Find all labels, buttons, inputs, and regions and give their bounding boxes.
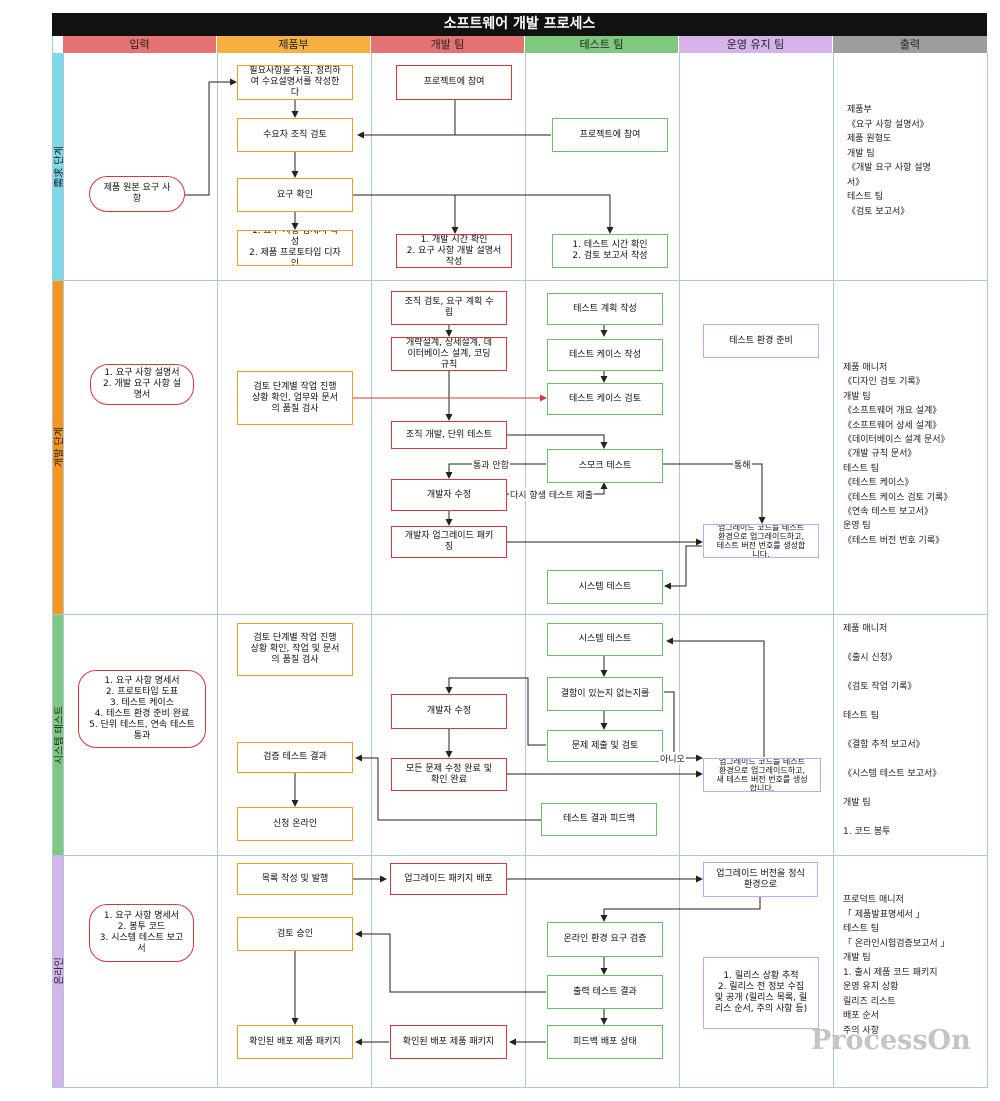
node-dev-test-case: 테스트 케이스 작성 — [547, 339, 663, 371]
node-sys-submit-review: 문제 제출 및 검토 — [547, 730, 663, 762]
edge — [666, 637, 765, 757]
node-sys-upgrade: 업그레이드 코드를 테스트 환경으로 업그레이드하고, 새 테스트 버전 번호를… — [703, 758, 821, 792]
node-online-approve: 검토 승인 — [237, 917, 353, 951]
lane-header-online: 온라인 — [52, 855, 65, 1087]
column-header-ops-team: 운영 유지 팀 — [679, 36, 833, 53]
node-online-test-result: 출력 테스트 결과 — [547, 975, 663, 1009]
grid-line — [371, 53, 372, 1087]
node-online-confirmed-package: 확인된 배포 제품 패키지 — [237, 1025, 353, 1059]
edge — [664, 545, 702, 590]
lane-header-system-test: 시스템 테스트 — [52, 614, 65, 855]
edge-label-fail: 통과 안함 — [472, 458, 510, 471]
node-online-deploy-package: 업그레이드 패키지 배포 — [390, 863, 507, 895]
node-dev-test-env: 테스트 환경 준비 — [703, 324, 819, 358]
node-online-dev-confirmed: 확인된 배포 제품 패키지 — [390, 1025, 507, 1059]
output-online: 프로덕트 매니저 「 제품발표명세서 」 테스트 팀 「 온라인시험검증보고서 … — [843, 895, 950, 1036]
edge-label-no: 아니오 — [659, 752, 686, 765]
node-dev-package: 개발자 업그레이드 패키 징 — [391, 526, 507, 558]
node-sys-online-request: 신청 온라인 — [237, 807, 353, 841]
column-header-product: 제품부 — [217, 36, 371, 53]
output-development: 제품 매니저 《디자인 검토 기록》 개발 팀 《소프트웨어 개요 설계》 《소… — [843, 363, 953, 546]
node-req-review: 수요자 조직 검토 — [237, 118, 353, 152]
node-sys-feedback: 테스트 결과 피드백 — [541, 803, 657, 836]
edge — [355, 930, 546, 993]
node-online-release: 1. 릴리스 상황 추적 2. 릴리스 전 정보 수집 및 공개 (릴리스 목록… — [703, 957, 819, 1029]
grid-line — [52, 855, 987, 856]
edge — [185, 78, 237, 196]
node-sys-product-check: 검토 단계별 작업 진행 상황 확인, 작업 및 문서 의 품질 검사 — [237, 623, 353, 676]
node-req-product-output: 1. 요구 사항 명세서 작 성 2. 제품 프로토타입 디자 인 — [237, 230, 353, 266]
edge-label-pass: 통해 — [733, 458, 752, 471]
grid-line — [679, 53, 680, 1087]
node-dev-system-test: 시스템 테스트 — [547, 570, 663, 604]
edge — [353, 194, 614, 234]
node-sys-verify: 검증 테스트 결과 — [237, 742, 353, 773]
node-sys-input: 1. 요구 사항 명세서 2. 프로토타입 도표 3. 테스트 케이스 4. 테… — [78, 670, 206, 748]
edge-label-resubmit: 다시 향생 테스트 제출 — [509, 488, 595, 501]
grid-line — [52, 614, 987, 615]
column-header-test-team: 테스트 팀 — [525, 36, 679, 53]
node-req-collect: 필요사항을 수집, 정리하 여 수요설명서를 작성한 다 — [237, 65, 353, 100]
lane-header-requirements: 需求 단계 — [52, 53, 65, 280]
node-sys-defect-check: 결함이 있는지 없는지를 — [547, 677, 663, 711]
diagram-title: 소프트웨어 개발 프로세스 — [52, 13, 987, 36]
edge — [445, 677, 546, 746]
node-req-test-join: 프로젝트에 참여 — [552, 118, 668, 152]
grid-line — [525, 53, 526, 1087]
node-req-input: 제품 원본 요구 사 항 — [89, 176, 185, 212]
edge — [663, 463, 766, 524]
node-dev-smoke-test: 스모크 테스트 — [547, 449, 663, 483]
node-sys-system-test: 시스템 테스트 — [547, 623, 663, 656]
column-header-input: 입력 — [63, 36, 217, 53]
node-dev-unit-test: 조직 개발, 단위 테스트 — [391, 421, 507, 449]
column-header-dev-team: 개발 팀 — [371, 36, 525, 53]
node-dev-test-plan: 테스트 계획 작성 — [547, 293, 663, 325]
node-dev-case-review: 테스트 케이스 검토 — [547, 383, 663, 415]
node-dev-product-check: 검토 단계별 작업 진행 상황 확인, 업무와 문서 의 품질 검사 — [237, 371, 353, 425]
grid-line — [52, 280, 987, 281]
node-sys-dev-fix: 개발자 수정 — [391, 694, 507, 729]
node-online-formal-env: 업그레이드 버전을 정식 환경으로 — [703, 862, 818, 897]
node-dev-plan: 조직 검토, 요구 계획 수 립 — [391, 291, 507, 325]
edge — [357, 100, 456, 139]
node-dev-input: 1. 요구 사항 설명서 2. 개발 요구 사항 설 명서 — [90, 364, 194, 405]
node-online-feedback: 피드백 배포 상태 — [547, 1025, 663, 1059]
edge — [507, 434, 608, 449]
watermark-logo: ProcessOn — [811, 1025, 971, 1056]
node-online-list-publish: 목록 작성 및 발행 — [237, 863, 353, 895]
node-req-dev-join: 프로젝트에 참여 — [396, 65, 512, 100]
node-req-confirm: 요구 확인 — [237, 178, 353, 212]
node-online-input: 1. 요구 사항 명세서 2. 봉투 코드 3. 시스템 테스트 보고 서 — [89, 904, 194, 962]
edge — [664, 691, 703, 762]
edge — [600, 897, 761, 922]
grid-line — [52, 1087, 988, 1088]
grid-line — [987, 53, 988, 1087]
node-dev-design: 개략설계, 상세설계, 데 이터베이스 설계, 코딩 규칙 — [391, 337, 507, 371]
output-requirements: 제품부 《요구 사항 설명서》 제품 원형도 개발 팀 《개발 요구 사항 설명… — [847, 105, 931, 217]
grid-line — [63, 53, 64, 1087]
output-system-test: 제품 매니저 《출시 신청》 《검토 작업 기록》 테스트 팀 《결함 추적 보… — [843, 624, 942, 837]
node-online-env-verify: 온라인 환경 요구 검증 — [547, 922, 663, 957]
edge — [445, 463, 546, 479]
node-sys-all-fixed: 모든 문제 수정 완료 및 확인 완료 — [391, 758, 507, 791]
node-dev-upgrade: 업그레이드 코드를 테스트 환경으로 업그레이드하고, 테스트 버전 번호를 생… — [703, 524, 819, 558]
node-req-dev-output: 1. 개발 시간 확인 2. 요구 사항 개발 설명서 작성 — [396, 234, 512, 268]
grid-line — [52, 36, 53, 1088]
node-dev-fix: 개발자 수정 — [391, 479, 507, 511]
lane-header-development: 개발 단계 — [52, 280, 65, 614]
node-req-test-output: 1. 테스트 시간 확인 2. 검토 보고서 작성 — [552, 234, 668, 268]
edge — [355, 754, 541, 821]
column-header-output: 출력 — [833, 36, 987, 53]
grid-line — [833, 53, 834, 1087]
grid-line — [217, 53, 218, 1087]
